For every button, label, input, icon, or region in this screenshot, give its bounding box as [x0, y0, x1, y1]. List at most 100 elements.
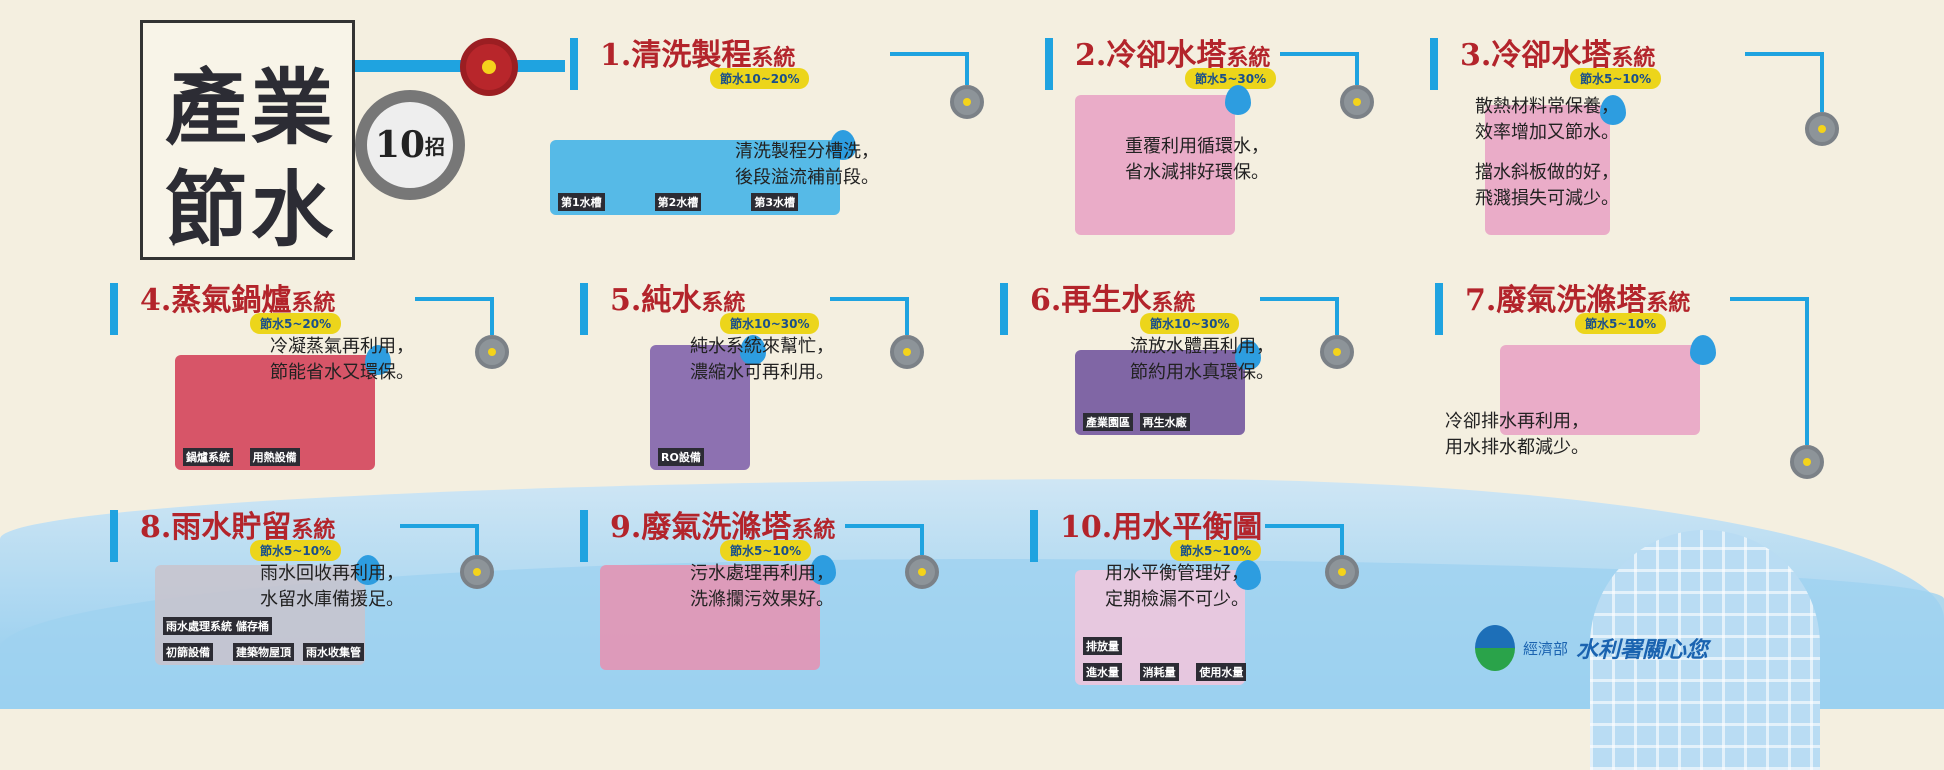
- gear-icon: [950, 85, 984, 119]
- water-drop-icon: [1225, 85, 1251, 115]
- saving-badge: 節水5~10%: [1575, 313, 1667, 334]
- water-drop-icon: [1235, 340, 1261, 370]
- inlet-pipe: [1435, 283, 1443, 335]
- illustration-label: 雨水處理系統: [163, 617, 235, 635]
- tip-description-line: 擋水斜板做的好，: [1475, 162, 1619, 183]
- tip-description-line: 冷凝蒸氣再利用，: [270, 336, 414, 357]
- illustration-label: 再生水廠: [1139, 413, 1190, 431]
- poster-title-line2: 節水: [165, 162, 338, 258]
- gear-icon: [905, 555, 939, 589]
- tip-title: 5.純水系統: [610, 283, 746, 318]
- illustration-label: 第3水槽: [751, 193, 798, 211]
- water-drop-icon: [810, 555, 836, 585]
- tip-description-line: 濃縮水可再利用。: [690, 362, 834, 383]
- illustration-label: 建築物屋頂: [233, 643, 294, 661]
- tip-description-line: 節能省水又環保。: [270, 362, 414, 383]
- tip-description-line: 洗滌攔污效果好。: [690, 589, 834, 610]
- pipe-segment: [1260, 297, 1338, 301]
- inlet-pipe: [1430, 38, 1438, 90]
- tip-title: 9.廢氣洗滌塔系統: [610, 510, 836, 545]
- saving-badge: 節水5~10%: [250, 540, 342, 561]
- tip-title: 7.廢氣洗滌塔系統: [1465, 283, 1691, 318]
- pipe-segment: [1335, 297, 1339, 335]
- pipe-segment: [490, 297, 494, 335]
- pipe-segment: [1745, 52, 1823, 56]
- water-drop-logo-icon: [1475, 625, 1515, 671]
- tip-description-line: 飛濺損失可減少。: [1475, 188, 1619, 209]
- gear-icon: [475, 335, 509, 369]
- tip-title: 4.蒸氣鍋爐系統: [140, 283, 336, 318]
- saving-badge: 節水10~20%: [710, 68, 810, 89]
- pipe-segment: [830, 297, 908, 301]
- tip-description-line: 重覆利用循環水，: [1125, 136, 1269, 157]
- tip-description-line: 散熱材料常保養，: [1475, 96, 1619, 117]
- gear-icon: [1790, 445, 1824, 479]
- poster-title-line1: 產業: [165, 60, 338, 156]
- system-illustration: [1485, 105, 1610, 235]
- pipe-segment: [1820, 52, 1824, 112]
- illustration-label: 雨水收集管: [303, 643, 364, 661]
- pipe-segment: [1340, 524, 1344, 555]
- saving-badge: 節水5~10%: [720, 540, 812, 561]
- illustration-label: 儲存桶: [233, 617, 272, 635]
- inlet-pipe: [580, 510, 588, 562]
- illustration-label: 消耗量: [1139, 663, 1179, 681]
- tip-description-line: 用水排水都減少。: [1445, 437, 1589, 458]
- saving-badge: 節水5~20%: [250, 313, 342, 334]
- inlet-pipe: [570, 38, 578, 90]
- tip-description-line: 後段溢流補前段。: [735, 167, 879, 188]
- illustration-label: 第1水槽: [558, 193, 605, 211]
- pipe-segment: [890, 52, 968, 56]
- water-drop-icon: [1690, 335, 1716, 365]
- tip-title: 2.冷卻水塔系統: [1075, 38, 1271, 73]
- badge-number: 10: [374, 124, 426, 166]
- pipe-segment: [845, 524, 923, 528]
- pipe-segment: [1730, 297, 1808, 301]
- tip-description-line: 用水平衡管理好，: [1105, 563, 1249, 584]
- agency-logo: 經濟部 水利署關心您: [1475, 625, 1708, 671]
- water-drop-icon: [1235, 560, 1261, 590]
- poster-title-box: 產業 節水: [140, 20, 355, 260]
- inlet-pipe: [110, 283, 118, 335]
- water-drop-icon: [740, 335, 766, 365]
- tip-description-line: 雨水回收再利用，: [260, 563, 404, 584]
- badge-unit: 招: [425, 134, 446, 159]
- tip-description-line: 冷卻排水再利用，: [1445, 411, 1589, 432]
- tip-description-line: 流放水體再利用，: [1130, 336, 1274, 357]
- inlet-pipe: [1045, 38, 1053, 90]
- pipe-segment: [1805, 297, 1809, 445]
- inlet-pipe: [580, 283, 588, 335]
- water-drop-icon: [830, 130, 856, 160]
- inlet-pipe: [110, 510, 118, 562]
- system-illustration: [600, 565, 820, 670]
- saving-badge: 節水5~30%: [1185, 68, 1277, 89]
- illustration-label: 進水量: [1083, 663, 1122, 681]
- gear-icon: [460, 555, 494, 589]
- tip-title: 8.雨水貯留系統: [140, 510, 336, 545]
- water-drop-icon: [365, 345, 391, 375]
- pipe-segment: [475, 524, 479, 555]
- tip-title: 6.再生水系統: [1030, 283, 1196, 318]
- illustration-label: 使用水量: [1196, 663, 1247, 681]
- gear-icon: [1805, 112, 1839, 146]
- pipe-segment: [400, 524, 478, 528]
- tip-title: 10.用水平衡圖: [1060, 510, 1263, 545]
- water-drop-icon: [1600, 95, 1626, 125]
- valve-wheel-icon: [460, 38, 518, 96]
- gear-icon: [890, 335, 924, 369]
- pipe-segment: [905, 297, 909, 335]
- illustration-label: 排放量: [1083, 637, 1122, 655]
- inlet-pipe: [1000, 283, 1008, 335]
- tip-description-line: 節約用水真環保。: [1130, 362, 1274, 383]
- tip-description-line: 污水處理再利用，: [690, 563, 834, 584]
- tip-description-line: 水留水庫備援足。: [260, 589, 404, 610]
- illustration-label: 初篩設備: [163, 643, 213, 661]
- illustration-label: 產業園區: [1083, 413, 1133, 431]
- pipe-segment: [1355, 52, 1359, 85]
- water-drop-icon: [355, 555, 381, 585]
- agency-slogan: 水利署關心您: [1576, 637, 1709, 663]
- tip-title: 3.冷卻水塔系統: [1460, 38, 1656, 73]
- saving-badge: 節水10~30%: [720, 313, 820, 334]
- gear-icon: [1340, 85, 1374, 119]
